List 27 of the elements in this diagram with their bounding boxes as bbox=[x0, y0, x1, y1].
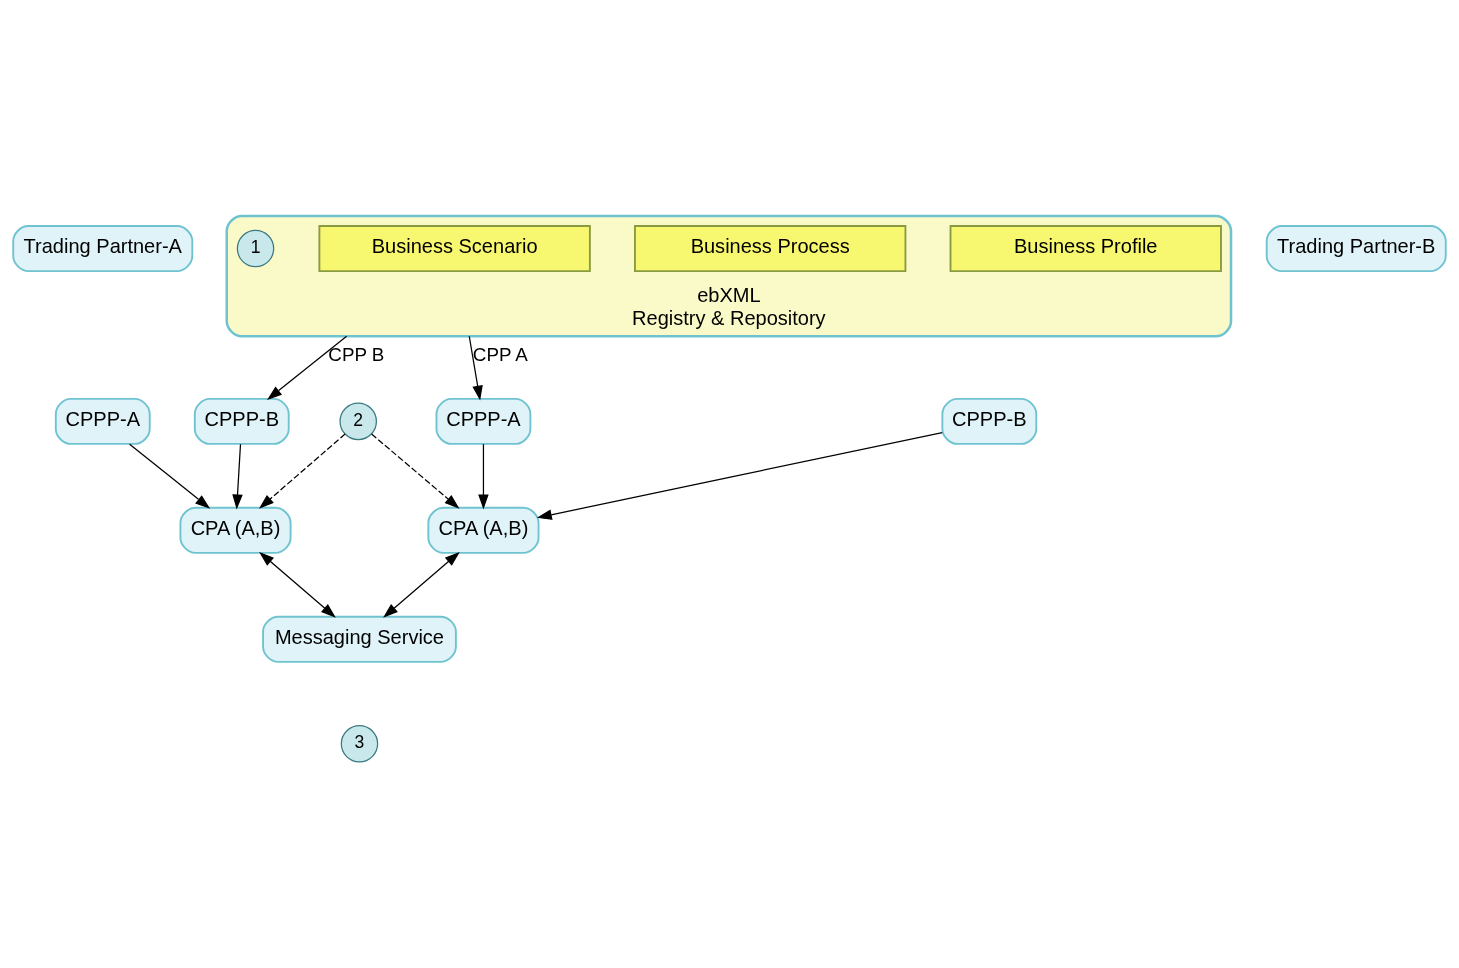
node-box: Trading Partner-A bbox=[12, 225, 194, 273]
arrow bbox=[129, 443, 211, 509]
node-circle: 2 bbox=[339, 402, 377, 441]
arrow bbox=[371, 433, 460, 509]
arrow bbox=[267, 335, 348, 400]
node-box: CPPP-B bbox=[941, 397, 1038, 445]
arrow bbox=[232, 443, 243, 510]
node-box: Business Profile bbox=[949, 225, 1222, 273]
arrow bbox=[258, 433, 346, 509]
node-box: CPA (A,B) bbox=[427, 506, 540, 554]
node-box: Messaging Service bbox=[262, 615, 457, 663]
node-box: CPPP-B bbox=[193, 397, 290, 445]
node-box: CPPP-A bbox=[435, 397, 532, 445]
edge-label: CPP B bbox=[328, 344, 385, 366]
node-box: CPPP-A bbox=[54, 397, 151, 445]
node-box: CPA (A,B) bbox=[179, 506, 292, 554]
arrow bbox=[468, 335, 483, 401]
node-box: Business Scenario bbox=[318, 225, 591, 273]
arrow bbox=[478, 443, 489, 510]
node-box: Business Process bbox=[634, 225, 907, 273]
edge-label: CPP A bbox=[472, 344, 528, 366]
node-circle: 3 bbox=[340, 725, 379, 763]
arrow bbox=[259, 551, 336, 618]
arrow bbox=[383, 551, 460, 618]
arrow bbox=[536, 431, 943, 520]
node-box: Trading Partner-B bbox=[1265, 225, 1447, 273]
node-circle: 1 bbox=[236, 229, 275, 268]
